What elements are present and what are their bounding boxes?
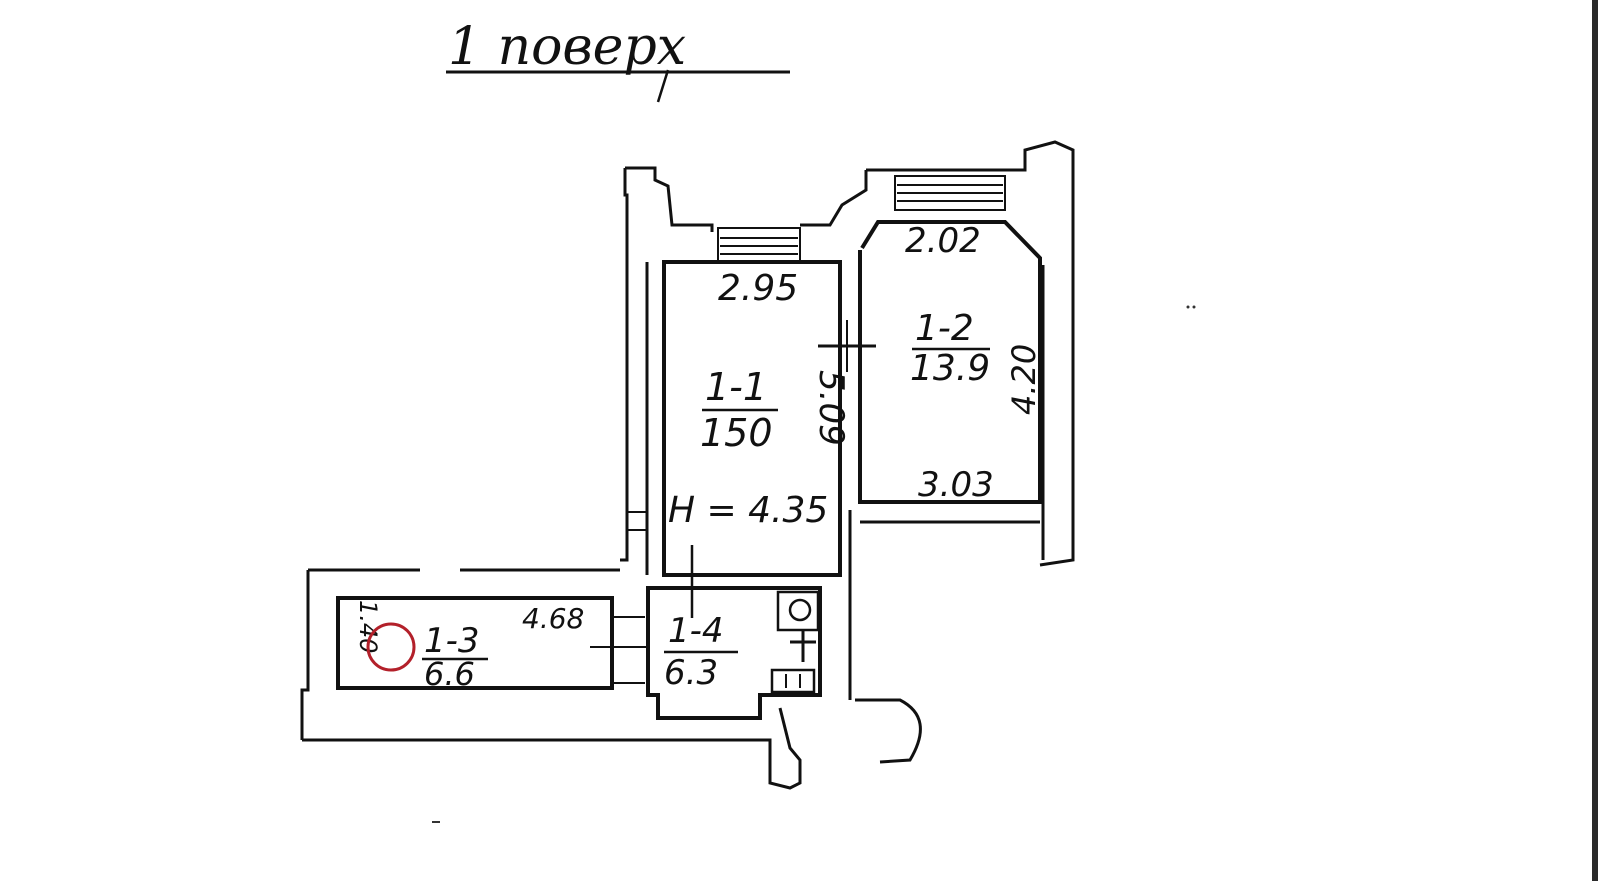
room-1-2-top: 2.02 [905, 221, 981, 261]
room-1-2-area: 13.9 [910, 348, 990, 389]
stairs-left [717, 227, 801, 263]
wall-outer-1 [625, 166, 714, 232]
room-1-3-length: 4.68 [522, 602, 584, 635]
page-title: 1 поверх [448, 17, 686, 77]
room-1-1-area: 150 [700, 411, 773, 455]
room-1-3: 1.40 1-3 6.6 4.68 [336, 596, 650, 693]
sink-icon [776, 590, 820, 632]
wall-top-mid [800, 170, 868, 227]
right-edge-bar [1592, 0, 1598, 881]
wall-outer-2 [620, 168, 629, 562]
room-1-1-width: 2.95 [718, 268, 798, 309]
stove-icon [770, 668, 816, 694]
room-1-4-id: 1-4 [668, 611, 724, 651]
room-1-1: 2.95 1-1 150 5.09 H = 4.35 [627, 260, 876, 618]
title-group: 1 поверх [446, 17, 790, 103]
room-1-1-length: 5.09 [811, 370, 851, 446]
room-1-3-walls [336, 596, 614, 690]
room-1-4: 1-4 6.3 [646, 586, 822, 720]
stairs-right [894, 175, 1006, 211]
room-1-3-area: 6.6 [424, 655, 475, 693]
wall-bottom-right [768, 707, 802, 790]
wall-top-right [866, 140, 1075, 567]
room-1-2-length: 4.20 [1005, 344, 1043, 415]
room-1-2-id: 1-2 [915, 308, 974, 349]
room-1-1-walls [662, 260, 842, 577]
room-1-4-area: 6.3 [664, 653, 718, 693]
room-1-2-bottom: 3.03 [918, 465, 994, 505]
stray-dot [1192, 305, 1196, 309]
room-1-2: 2.02 1-2 13.9 4.20 3.03 [858, 220, 1043, 524]
boiler-marker-icon [366, 622, 416, 672]
stray-dot [1186, 305, 1190, 309]
room-1-1-id: 1-1 [705, 365, 767, 409]
wall-bay [855, 698, 922, 764]
room-1-2-walls [858, 220, 1042, 504]
wall-corridor-left [300, 570, 310, 740]
wall-corridor-bottom [302, 738, 772, 760]
room-1-3-id: 1-3 [424, 621, 480, 661]
room-1-4-walls [646, 586, 822, 720]
outer-walls [300, 140, 1075, 790]
room-1-1-height: H = 4.35 [668, 490, 828, 531]
title-descender [656, 69, 670, 103]
